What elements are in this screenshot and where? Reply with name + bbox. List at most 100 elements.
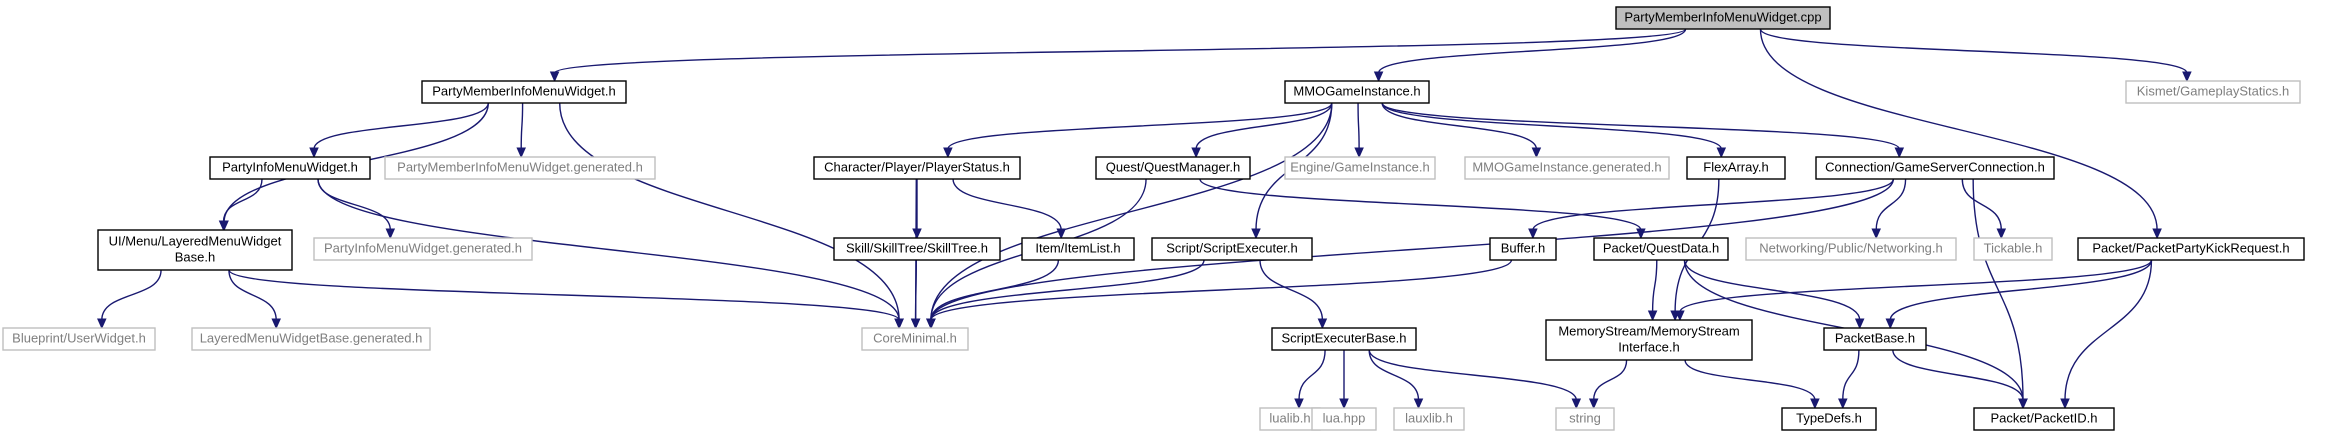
node-label: lualib.h: [1269, 410, 1310, 425]
node-label: MMOGameInstance.generated.h: [1472, 159, 1661, 174]
arrowhead-mmo_gi_h-to-mmo_gi_gen: [1531, 147, 1542, 159]
edge-root-to-kismet: [1759, 28, 2188, 74]
node-label: Buffer.h: [1501, 240, 1546, 255]
edge-itemlist-to-coreminimal: [930, 259, 1060, 321]
node-label: Packet/PacketID.h: [1991, 410, 2098, 425]
edge-pimw_h-to-pimw_gen: [317, 178, 391, 231]
arrowhead-pmimw_h-to-pmimw_gen: [516, 147, 526, 159]
edge-gsc-to-tickable: [1961, 178, 2002, 231]
node-box: [1973, 237, 2053, 261]
node-label: Script/ScriptExecuter.h: [1166, 240, 1298, 255]
node-label: Item/ItemList.h: [1035, 240, 1120, 255]
edge-root-to-kick_req: [1759, 28, 2158, 231]
node-packetbase[interactable]: PacketBase.h: [1823, 327, 1927, 351]
arrowhead-mmo_gi_h-to-engine_gi: [1354, 147, 1364, 159]
arrowhead-skilltree-to-coreminimal: [910, 318, 921, 330]
edge-kick_req-to-packetid: [2064, 259, 2153, 401]
node-box: [1271, 327, 1417, 351]
edge-quest_mgr-to-questdata: [1199, 178, 1642, 231]
node-box: [1973, 407, 2115, 431]
node-label: Skill/SkillTree/SkillTree.h: [846, 240, 988, 255]
node-pmimw-h[interactable]: PartyMemberInfoMenuWidget.h: [421, 80, 627, 104]
node-label: string: [1569, 410, 1601, 425]
arrowhead-script_exec_base-to-luahpp: [1339, 398, 1349, 410]
arrowhead-gsc-to-buffer: [1528, 228, 1538, 240]
arrowhead-char_status-to-itemlist: [1056, 228, 1066, 240]
node-label: PartyMemberInfoMenuWidget.h: [432, 83, 616, 98]
node-box: [1021, 237, 1135, 261]
node-kick-req[interactable]: Packet/PacketPartyKickRequest.h: [2077, 237, 2305, 261]
arrowhead-mmo_gi_h-to-script_exec: [1251, 228, 1261, 240]
arrowhead-mmo_gi_h-to-char_status: [943, 147, 953, 159]
node-typedefs[interactable]: TypeDefs.h: [1781, 407, 1877, 431]
node-label: Engine/GameInstance.h: [1290, 159, 1429, 174]
node-script-exec[interactable]: Script/ScriptExecuter.h: [1151, 237, 1313, 261]
node-label: Kismet/GameplayStatics.h: [2137, 83, 2289, 98]
node-box: [1284, 80, 1430, 104]
node-blueprint: Blueprint/UserWidget.h: [2, 327, 156, 351]
edge-gsc-to-networking: [1875, 178, 1907, 231]
node-questdata[interactable]: Packet/QuestData.h: [1593, 237, 1729, 261]
node-label: CoreMinimal.h: [873, 330, 957, 345]
node-box: [1815, 156, 2055, 180]
node-label: Connection/GameServerConnection.h: [1825, 159, 2045, 174]
node-box: [1311, 407, 1377, 431]
node-box: [1823, 327, 1927, 351]
node-box: [1615, 6, 1831, 30]
node-box: [97, 229, 293, 271]
node-gsc[interactable]: Connection/GameServerConnection.h: [1815, 156, 2055, 180]
node-mmo-gi-h[interactable]: MMOGameInstance.h: [1284, 80, 1430, 104]
nodes-layer: PartyMemberInfoMenuWidget.cppPartyMember…: [2, 6, 2305, 431]
node-pimw-h[interactable]: PartyInfoMenuWidget.h: [209, 156, 371, 180]
edge-script_exec_base-to-string: [1368, 349, 1577, 401]
arrowhead-memstream-to-typedefs: [1810, 398, 1820, 410]
edge-pmimw_h-to-coreminimal: [559, 102, 900, 321]
node-box: [1545, 319, 1753, 361]
node-itemlist[interactable]: Item/ItemList.h: [1021, 237, 1135, 261]
node-box: [1593, 237, 1729, 261]
arrowhead-memstream-to-string: [1588, 398, 1599, 410]
node-root[interactable]: PartyMemberInfoMenuWidget.cpp: [1615, 6, 1831, 30]
arrowhead-pimw_h-to-lmwb: [218, 220, 229, 232]
edge-pimw_h-to-coreminimal: [317, 178, 900, 321]
node-kismet: Kismet/GameplayStatics.h: [2125, 80, 2301, 104]
node-label: LayeredMenuWidgetBase.generated.h: [200, 330, 423, 345]
arrowhead-gsc-to-tickable: [1996, 228, 2007, 240]
node-char-status[interactable]: Character/Player/PlayerStatus.h: [813, 156, 1021, 180]
node-label: Packet/PacketPartyKickRequest.h: [2092, 240, 2289, 255]
arrowhead-pmimw_h-to-pimw_h: [309, 147, 319, 159]
edge-skilltree-to-coreminimal: [914, 259, 917, 321]
node-flexarray[interactable]: FlexArray.h: [1686, 156, 1786, 180]
edge-script_exec_base-to-lualib: [1298, 349, 1326, 401]
node-label: FlexArray.h: [1703, 159, 1769, 174]
node-script-exec-base[interactable]: ScriptExecuterBase.h: [1271, 327, 1417, 351]
node-lauxlib: lauxlib.h: [1393, 407, 1465, 431]
node-lmwb[interactable]: UI/Menu/LayeredMenuWidgetBase.h: [97, 229, 293, 271]
node-skilltree[interactable]: Skill/SkillTree/SkillTree.h: [833, 237, 1001, 261]
arrowhead-script_exec_base-to-string: [1571, 398, 1582, 410]
arrowhead-kick_req-to-packetid: [2060, 398, 2070, 410]
node-label: PartyMemberInfoMenuWidget.cpp: [1624, 9, 1821, 24]
edge-pmimw_h-to-pmimw_gen: [520, 102, 524, 150]
node-quest-mgr[interactable]: Quest/QuestManager.h: [1095, 156, 1251, 180]
arrowhead-questdata-to-packetbase: [1854, 318, 1865, 330]
edge-mmo_gi_h-to-flexarray: [1381, 102, 1722, 150]
node-label: UI/Menu/LayeredMenuWidget: [109, 233, 282, 248]
node-buffer[interactable]: Buffer.h: [1489, 237, 1557, 261]
edge-memstream-to-string: [1593, 359, 1628, 401]
node-box: [1555, 407, 1615, 431]
node-label: Quest/QuestManager.h: [1106, 159, 1240, 174]
node-label: ScriptExecuterBase.h: [1281, 330, 1406, 345]
node-label: PartyMemberInfoMenuWidget.generated.h: [397, 159, 643, 174]
node-lualib: lualib.h: [1259, 407, 1321, 431]
node-pimw-gen: PartyInfoMenuWidget.generated.h: [313, 237, 533, 261]
edge-gsc-to-packetid: [1972, 178, 2024, 401]
edge-mmo_gi_h-to-engine_gi: [1357, 102, 1360, 150]
arrowhead-lmwb-to-lmwb_gen: [271, 318, 281, 330]
arrowhead-root-to-kismet: [2182, 71, 2192, 83]
node-label: PartyInfoMenuWidget.generated.h: [324, 240, 522, 255]
node-packetid[interactable]: Packet/PacketID.h: [1973, 407, 2115, 431]
edge-mmo_gi_h-to-quest_mgr: [1195, 102, 1333, 150]
node-label: Blueprint/UserWidget.h: [12, 330, 146, 345]
